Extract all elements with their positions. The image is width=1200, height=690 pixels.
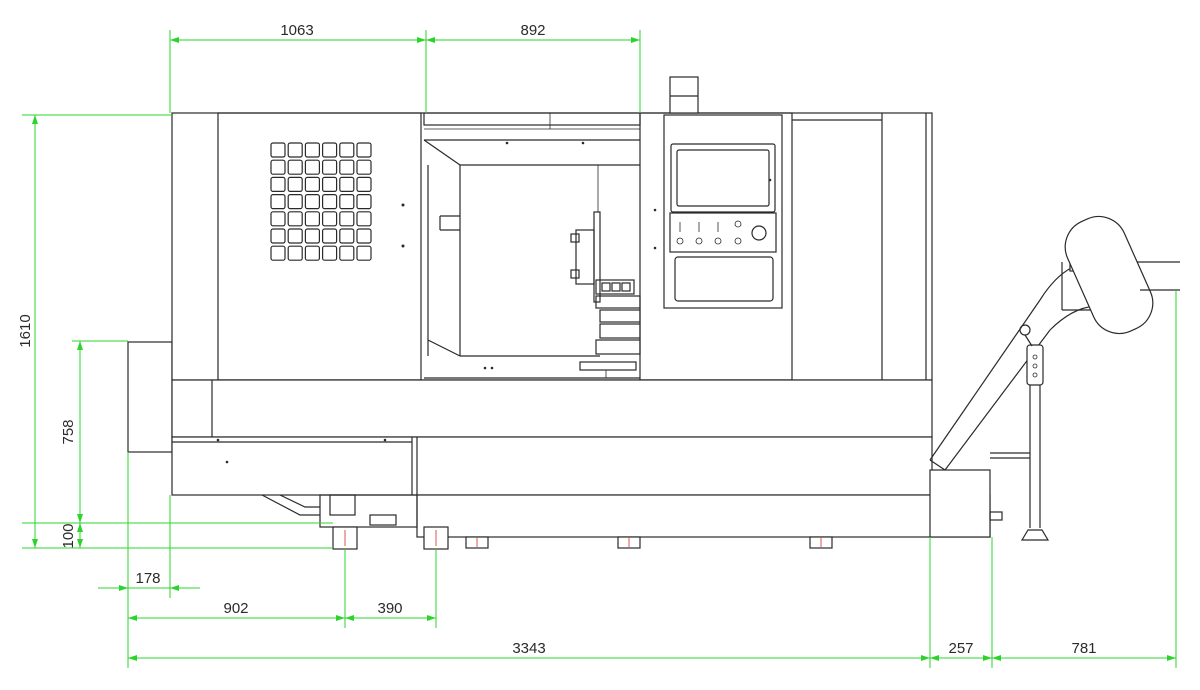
- dim-left-offset: 178: [135, 570, 160, 587]
- dimension-arrowhead: [77, 514, 83, 523]
- dimension-arrowhead: [631, 37, 640, 43]
- dim-foot-spacing-a: 902: [223, 600, 248, 617]
- window-pane: [356, 245, 372, 261]
- window-pane: [304, 228, 320, 244]
- dim-overall-height: 1610: [17, 314, 34, 347]
- window-pane: [304, 194, 320, 210]
- window-pane: [322, 176, 338, 192]
- dim-top-left: 1063: [280, 22, 313, 39]
- door-window-grid: [270, 142, 372, 261]
- window-pane: [287, 211, 303, 227]
- side-cabinet: [127, 341, 173, 453]
- dimension-arrowhead: [930, 655, 939, 661]
- window-pane: [287, 176, 303, 192]
- dimension-arrowhead: [427, 615, 436, 621]
- dimension-arrowhead: [336, 615, 345, 621]
- window-pane: [270, 228, 286, 244]
- dimension-arrowhead: [32, 539, 38, 548]
- window-pane: [304, 211, 320, 227]
- window-pane: [322, 142, 338, 158]
- window-pane: [287, 194, 303, 210]
- window-pane: [339, 159, 355, 175]
- window-pane: [356, 228, 372, 244]
- dim-height-mid: 758: [60, 419, 77, 444]
- dimension-arrowhead: [417, 37, 426, 43]
- window-pane: [304, 159, 320, 175]
- dim-conveyor-gap: 257: [948, 640, 973, 657]
- work-area: [423, 139, 641, 379]
- window-pane: [287, 142, 303, 158]
- window-pane: [270, 211, 286, 227]
- window-pane: [356, 211, 372, 227]
- dim-top-right: 892: [520, 22, 545, 39]
- window-pane: [304, 245, 320, 261]
- dim-overall-length: 3343: [512, 640, 545, 657]
- window-pane: [287, 228, 303, 244]
- window-pane: [287, 159, 303, 175]
- lathe-machine-outline: [127, 76, 1180, 550]
- window-pane: [270, 176, 286, 192]
- dimension-arrowhead: [128, 615, 137, 621]
- window-pane: [287, 245, 303, 261]
- dimension-arrowhead: [128, 655, 137, 661]
- dimension-arrowhead: [1167, 655, 1176, 661]
- window-pane: [339, 211, 355, 227]
- chip-conveyor: [929, 215, 1180, 541]
- bed-band: [171, 379, 933, 438]
- dimension-arrowhead: [170, 585, 179, 591]
- window-pane: [304, 142, 320, 158]
- window-pane: [304, 176, 320, 192]
- window-pane: [356, 176, 372, 192]
- window-pane: [270, 159, 286, 175]
- window-pane: [322, 245, 338, 261]
- window-pane: [356, 159, 372, 175]
- dimension-arrowhead: [119, 585, 128, 591]
- window-pane: [322, 194, 338, 210]
- lower-base: [171, 436, 933, 496]
- dimension-labels: 1063 892 1610 758 100 178 902 390 3343 2…: [17, 22, 1097, 657]
- leveling-feet: [332, 526, 833, 550]
- window-pane: [322, 228, 338, 244]
- dimension-arrows: [32, 37, 1176, 661]
- window-pane: [322, 211, 338, 227]
- window-pane: [339, 142, 355, 158]
- dimension-lines: [22, 30, 1177, 668]
- window-pane: [356, 142, 372, 158]
- dimension-arrowhead: [345, 615, 354, 621]
- dimension-arrowhead: [992, 655, 1001, 661]
- window-pane: [270, 142, 286, 158]
- dim-conveyor-length: 781: [1071, 640, 1096, 657]
- signal-light: [669, 76, 699, 114]
- dimension-arrowhead: [170, 37, 179, 43]
- upper-body: [171, 112, 933, 381]
- window-pane: [339, 245, 355, 261]
- window-pane: [339, 176, 355, 192]
- window-pane: [339, 228, 355, 244]
- dimension-arrowhead: [77, 523, 83, 532]
- dimension-arrowhead: [32, 115, 38, 124]
- dimension-arrowhead: [921, 655, 930, 661]
- dimension-arrowhead: [77, 539, 83, 548]
- dim-height-low: 100: [60, 523, 77, 548]
- dim-foot-spacing-b: 390: [377, 600, 402, 617]
- window-pane: [339, 194, 355, 210]
- conveyor-motor: [1064, 215, 1154, 335]
- window-pane: [270, 194, 286, 210]
- base-frame: [416, 494, 991, 538]
- dimension-arrowhead: [983, 655, 992, 661]
- dimension-arrowhead: [77, 341, 83, 350]
- window-pane: [322, 159, 338, 175]
- window-pane: [356, 194, 372, 210]
- window-pane: [270, 245, 286, 261]
- dimension-arrowhead: [426, 37, 435, 43]
